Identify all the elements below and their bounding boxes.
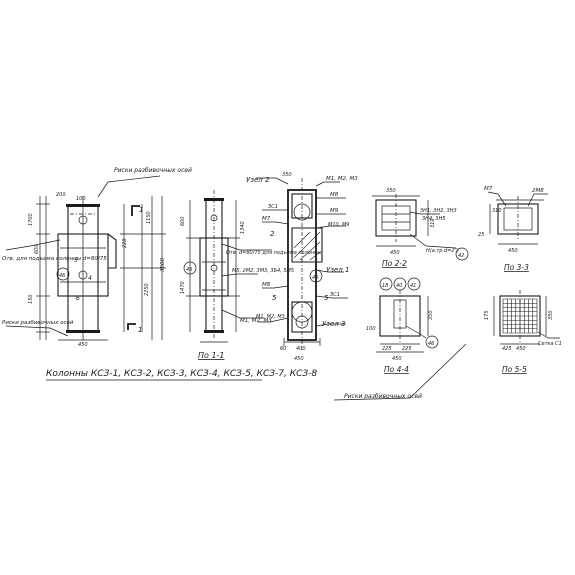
main-dim-220: 220	[122, 238, 128, 248]
section-5-5-dim-450: 450	[516, 346, 526, 352]
section-1-1-dim-1470: 1470	[180, 281, 186, 294]
detail-mark-5b: 5	[324, 294, 329, 302]
detail-callout-46: 46	[312, 275, 318, 281]
section-2-2-callout-42: 42	[458, 253, 464, 259]
detail-mark-5a: 5	[272, 294, 277, 302]
section-3-3-dim-25: 25	[478, 232, 484, 238]
risk-right-leader	[333, 343, 467, 401]
section-4-4	[376, 277, 439, 353]
main-dim-200: 200	[56, 192, 66, 198]
section-4-4-dim-450: 450	[392, 356, 402, 362]
detail-dim-450: 450	[294, 356, 304, 362]
main-risk-top-label: Риски разбивочных осей	[114, 167, 192, 174]
detail-dim-350: 350	[282, 172, 292, 178]
section-4-4-dim-225: 225	[382, 346, 392, 352]
main-hole-label: Отв. для подъема колонны d=80/75	[2, 256, 107, 262]
node-3-label: Узел 3	[322, 320, 345, 328]
section-5-5-dim-425: 425	[502, 346, 512, 352]
node-2-label: Узел 2	[246, 176, 270, 184]
section-1-1	[183, 190, 272, 343]
main-num-6: 6	[76, 295, 80, 302]
main-num-4: 4	[88, 275, 92, 282]
section-5-5-caption: По 5-5	[502, 365, 527, 374]
section-1-1-callout-a: М5, 2М2, 3М3, 3Б4, 5М5	[232, 268, 294, 274]
detail-dim-60: 60	[280, 346, 286, 352]
main-dim-2250: 2250	[144, 283, 150, 296]
detail-callout-m1m2m3-bottom: М1, М2, М3	[256, 314, 285, 320]
main-callout-46: 46	[59, 273, 65, 279]
detail-callout-m9: М9	[330, 208, 339, 214]
detail-callout-m1m2m3-top: М1, М2, М3	[326, 176, 358, 182]
section-1-1-hole-label: Отв. d=80/75 для подъема колонны	[226, 250, 321, 256]
section-5-5-label-mesh: Сетка С1	[538, 341, 562, 347]
node-1-label: Узел 1	[326, 266, 349, 274]
section-1-1-callout-b: М1, М2, М3	[240, 318, 272, 324]
detail-view	[256, 177, 348, 350]
main-dim-100: 100	[76, 196, 86, 202]
detail-callout-m8-top: М8	[330, 192, 339, 198]
main-dim-3500: 3500	[160, 258, 166, 272]
section-4-4-dim-350: 350	[428, 310, 434, 320]
main-dim-1700: 1700	[28, 213, 34, 226]
section-2-2-dim-450: 450	[390, 250, 400, 256]
section-2-2-label-a: 3Н1, 3Н2, 3Н3	[420, 208, 457, 214]
section-4-4-dim-100: 100	[366, 326, 376, 332]
section-4-4-callout-40: 40	[396, 283, 402, 289]
main-elevation	[5, 175, 166, 341]
main-dim-150: 150	[28, 294, 34, 304]
section-2-2-caption: По 2-2	[382, 259, 407, 268]
section-1-1-caption: По 1-1	[198, 351, 225, 360]
section-5-5	[493, 290, 560, 345]
detail-callout-m7: М7	[262, 216, 271, 222]
main-dim-450: 450	[78, 342, 88, 348]
section-3-3-caption: По 3-3	[504, 263, 529, 272]
detail-callout-m10m9: М10, М9	[328, 222, 349, 228]
section-1-1-callout-46: 46	[186, 267, 192, 273]
section-5-5-dim-350: 350	[548, 310, 554, 320]
detail-dim-400: 400	[296, 346, 306, 352]
section-1-1-dim-1340: 1340	[240, 221, 246, 234]
section-4-4-callout-46: 46	[428, 341, 434, 347]
main-num-5: 5	[74, 257, 78, 264]
section-3-3-label-2m8: 2М8	[532, 188, 544, 194]
section-1-1-dim-600: 600	[180, 216, 186, 226]
section-3-3	[487, 191, 548, 245]
section-3-3-dim-450: 450	[508, 248, 518, 254]
section-2-2-dim-25-350: 350	[386, 188, 396, 194]
section-4-4-callout-18: 18	[382, 283, 388, 289]
detail-callout-3s1-top: ЗС1	[268, 204, 278, 210]
section-2-2-label-c: Н(а.тр.d=2")	[426, 248, 459, 254]
section-2-2-label-b: 3Н4, 3Н5	[422, 216, 445, 222]
section-4-4-dim-225b: 225	[402, 346, 412, 352]
main-section-mark-1b: 1	[138, 326, 142, 334]
section-3-3-label-m7: М7	[484, 186, 493, 192]
detail-callout-m8-bottom: М8	[262, 282, 271, 288]
section-5-5-dim-175: 175	[484, 310, 490, 320]
section-2-2	[372, 194, 469, 261]
main-dim-1150: 1150	[146, 211, 152, 224]
drawing-title: Колонны КСЗ-1, КСЗ-2, КСЗ-3, КСЗ-4, КСЗ-…	[46, 369, 317, 379]
main-dim-600: 600	[34, 244, 40, 254]
main-section-mark-1: 1	[139, 206, 143, 214]
section-4-4-callout-41: 41	[410, 283, 416, 289]
section-4-4-caption: По 4-4	[384, 365, 409, 374]
section-3-3-dim-310: 310	[492, 208, 502, 214]
detail-mark-2: 2	[270, 230, 275, 238]
main-risk-bottom-label: Риски разбивочных осей	[2, 320, 74, 326]
detail-callout-3s1-bottom: ЗС1	[330, 292, 340, 298]
section-2-2-dim-310: 310	[430, 218, 436, 228]
risk-right-label: Риски разбивочных осей	[344, 393, 422, 400]
